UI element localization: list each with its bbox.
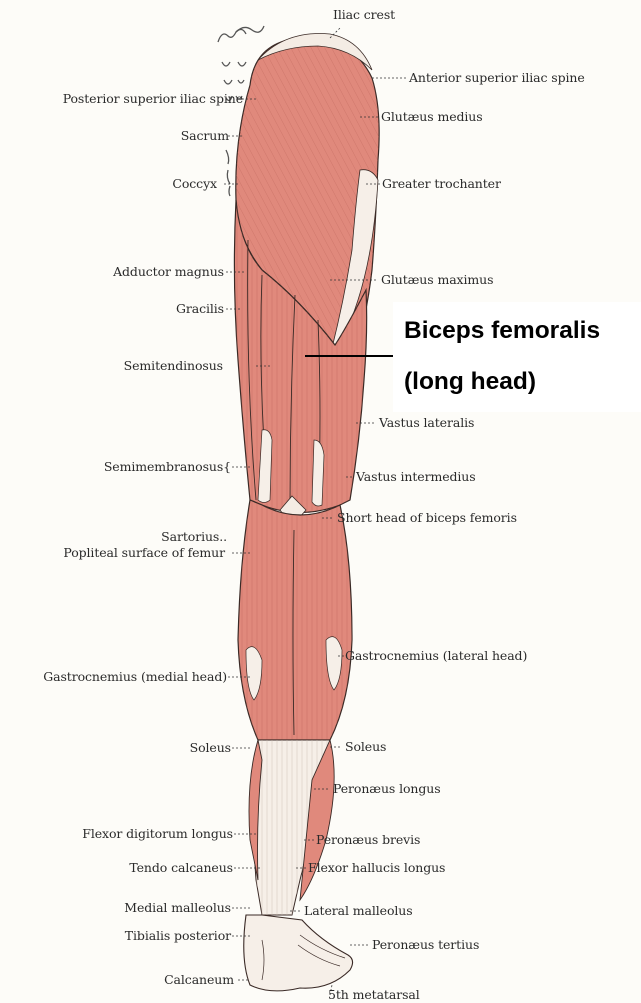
label-soleus-left: Soleus	[190, 741, 231, 755]
label-gastrocnemius-lateral: Gastrocnemius (lateral head)	[345, 649, 527, 663]
label-calcaneum: Calcaneum	[164, 973, 234, 987]
label-anterior-superior-iliac-spine: Anterior superior iliac spine	[409, 71, 585, 85]
label-tibialis-posterior: Tibialis posterior	[125, 929, 231, 943]
label-tendo-calcaneus: Tendo calcaneus	[129, 861, 233, 875]
label-greater-trochanter: Greater trochanter	[382, 177, 501, 191]
label-iliac-crest: Iliac crest	[333, 8, 395, 22]
label-peronaeus-tertius: Peronæus tertius	[372, 938, 479, 952]
annotation-biceps-femoralis: Biceps femoralis	[404, 317, 600, 345]
label-soleus-right: Soleus	[345, 740, 386, 754]
label-gastrocnemius-medial: Gastrocnemius (medial head)	[43, 670, 227, 684]
foot-shape	[244, 915, 353, 991]
label-popliteal-surface: Popliteal surface of femur	[63, 546, 225, 560]
label-short-head-biceps: Short head of biceps femoris	[337, 511, 517, 525]
label-vastus-lateralis: Vastus lateralis	[379, 416, 474, 430]
label-peronaeus-longus: Peronæus longus	[333, 782, 441, 796]
label-gracilis: Gracilis	[176, 302, 224, 316]
label-fifth-metatarsal: 5th metatarsal	[328, 988, 420, 1002]
label-vastus-intermedius: Vastus intermedius	[356, 470, 476, 484]
label-posterior-superior-iliac-spine: Posterior superior iliac spine	[63, 92, 243, 106]
label-sartorius: Sartorius..	[161, 530, 227, 544]
label-glutaeus-medius: Glutæus medius	[381, 110, 483, 124]
label-peronaeus-brevis: Peronæus brevis	[316, 833, 420, 847]
label-glutaeus-maximus: Glutæus maximus	[381, 273, 493, 287]
label-adductor-magnus: Adductor magnus	[113, 265, 224, 279]
label-semitendinosus: Semitendinosus	[124, 359, 223, 373]
label-flexor-hallucis-longus: Flexor hallucis longus	[308, 861, 445, 875]
label-sacrum: Sacrum	[181, 129, 229, 143]
label-flexor-digitorum-longus: Flexor digitorum longus	[82, 827, 233, 841]
label-medial-malleolus: Medial malleolus	[124, 901, 231, 915]
label-semimembranosus: Semimembranosus{	[104, 460, 231, 474]
label-lateral-malleolus: Lateral malleolus	[304, 904, 413, 918]
label-coccyx: Coccyx	[172, 177, 217, 191]
annotation-long-head: (long head)	[404, 368, 536, 396]
